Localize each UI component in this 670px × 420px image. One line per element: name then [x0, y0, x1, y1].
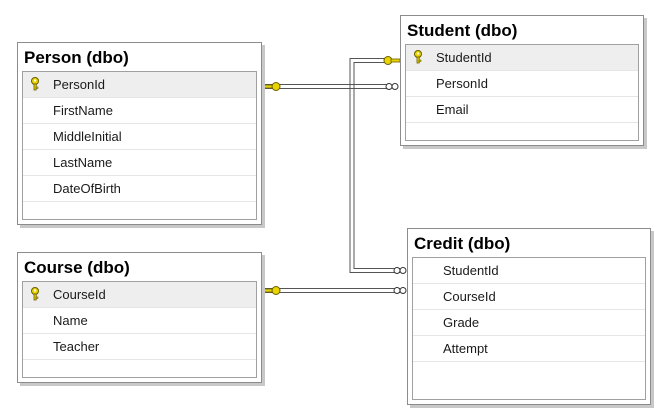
table-title: Course (dbo) — [18, 253, 261, 281]
column-name: Grade — [443, 315, 480, 330]
primary-key-icon — [27, 286, 43, 302]
table-title: Credit (dbo) — [408, 229, 650, 257]
column-row[interactable]: CourseId — [23, 282, 256, 308]
infinity-endpoint-icon — [393, 267, 407, 274]
column-name: FirstName — [53, 103, 113, 118]
primary-key-icon — [410, 49, 426, 65]
key-endpoint-icon — [383, 56, 401, 65]
key-endpoint-icon — [262, 82, 281, 91]
column-name: Name — [53, 313, 88, 328]
column-row[interactable]: PersonId — [23, 72, 256, 98]
column-row[interactable]: LastName — [23, 150, 256, 176]
column-row[interactable]: PersonId — [406, 71, 638, 97]
infinity-endpoint-icon — [385, 83, 399, 90]
column-row[interactable]: Attempt — [413, 336, 645, 362]
column-row[interactable]: Teacher — [23, 334, 256, 360]
column-name: PersonId — [53, 77, 106, 92]
column-row[interactable]: Email — [406, 97, 638, 123]
column-name: MiddleInitial — [53, 129, 122, 144]
column-row[interactable]: Grade — [413, 310, 645, 336]
column-name: StudentId — [436, 50, 492, 65]
key-endpoint-icon — [262, 286, 281, 295]
column-name: Teacher — [53, 339, 100, 354]
column-row[interactable]: MiddleInitial — [23, 124, 256, 150]
column-name: PersonId — [436, 76, 489, 91]
column-row[interactable]: Name — [23, 308, 256, 334]
column-row[interactable]: StudentId — [413, 258, 645, 284]
table-title: Student (dbo) — [401, 16, 643, 44]
column-row[interactable]: FirstName — [23, 98, 256, 124]
column-row[interactable]: CourseId — [413, 284, 645, 310]
primary-key-icon — [27, 76, 43, 92]
column-name: LastName — [53, 155, 113, 170]
table-title: Person (dbo) — [18, 43, 261, 71]
column-name: DateOfBirth — [53, 181, 121, 196]
infinity-endpoint-icon — [393, 287, 407, 294]
relationship-student-credit[interactable] — [349, 58, 400, 273]
column-row[interactable]: StudentId — [406, 45, 638, 71]
relationship-person-student[interactable] — [262, 84, 390, 89]
column-name: Attempt — [443, 341, 488, 356]
relationship-course-credit[interactable] — [262, 288, 400, 293]
column-row[interactable]: DateOfBirth — [23, 176, 256, 202]
column-name: CourseId — [53, 287, 106, 302]
column-name: StudentId — [443, 263, 499, 278]
column-name: Email — [436, 102, 469, 117]
column-name: CourseId — [443, 289, 496, 304]
